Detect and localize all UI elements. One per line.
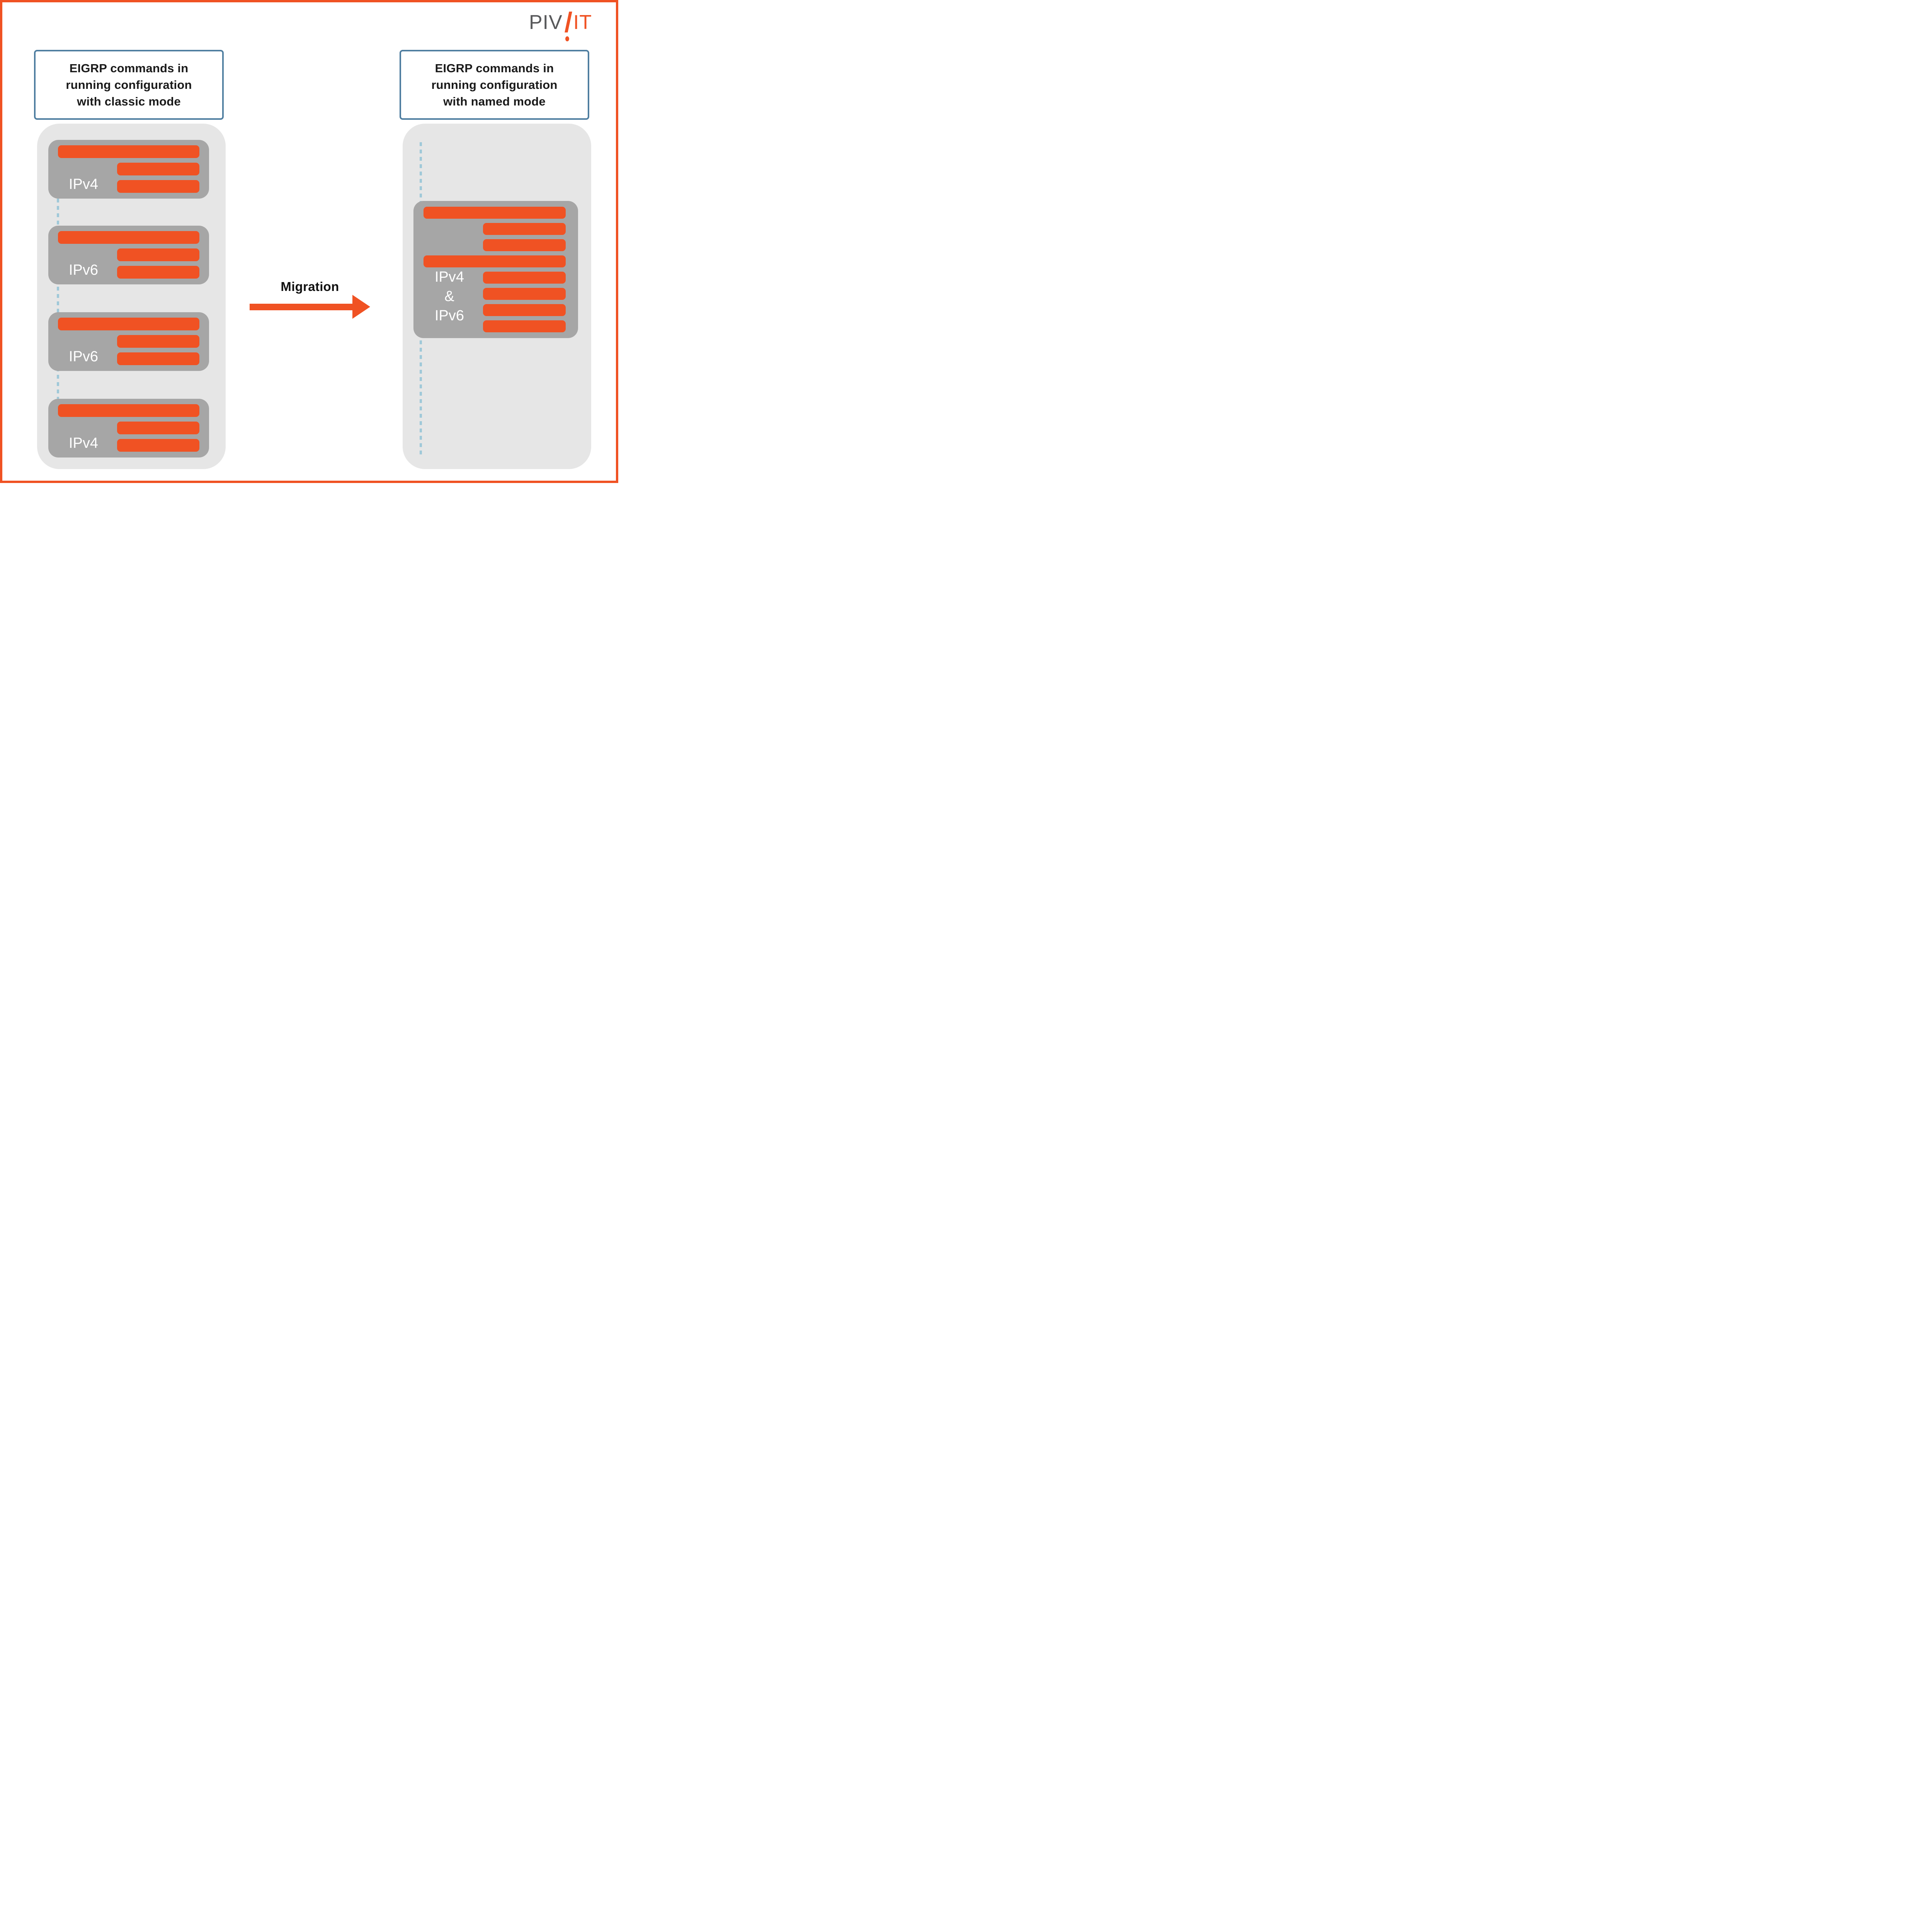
arrow-shaft — [250, 304, 353, 310]
command-bar — [58, 404, 199, 417]
command-bar — [58, 231, 199, 244]
command-bar — [58, 145, 199, 158]
command-bar — [117, 163, 199, 175]
logo-text-orange: IT — [573, 11, 592, 34]
eigrp-block-ipv4-2: IPv4 — [48, 399, 209, 457]
command-bar — [117, 248, 199, 261]
migration-arrow — [250, 294, 370, 331]
logo-slash-icon — [565, 12, 572, 32]
command-bar — [58, 318, 199, 330]
block-label-line: IPv6 — [434, 308, 464, 324]
command-bar — [423, 255, 566, 267]
block-label: IPv4 & IPv6 — [420, 267, 478, 325]
command-bar — [117, 180, 199, 193]
command-bar — [483, 288, 566, 300]
eigrp-block-ipv4-1: IPv4 — [48, 140, 209, 199]
block-label: IPv6 — [68, 262, 99, 278]
block-label: IPv4 — [68, 435, 99, 451]
title-line: EIGRP commands in — [435, 61, 554, 75]
dashed-connector-line — [57, 199, 59, 399]
arrow-head-icon — [352, 295, 370, 319]
classic-mode-title-box: EIGRP commands in running configuration … — [34, 50, 224, 120]
command-bar — [483, 239, 566, 251]
command-bar — [117, 352, 199, 365]
block-label: IPv6 — [68, 349, 99, 365]
logo-exclamation-icon — [563, 12, 573, 42]
title-line: running configuration — [66, 78, 192, 92]
block-label: IPv4 — [68, 176, 99, 192]
command-bar — [483, 320, 566, 332]
eigrp-block-ipv6-2: IPv6 — [48, 312, 209, 371]
block-label-line: IPv4 — [434, 269, 464, 285]
command-bar — [483, 272, 566, 284]
eigrp-block-ipv6-1: IPv6 — [48, 226, 209, 284]
logo-dot-icon — [565, 36, 569, 41]
command-bar — [117, 422, 199, 434]
title-line: with named mode — [443, 95, 546, 108]
command-bar — [423, 207, 566, 219]
command-bar — [117, 335, 199, 348]
block-label-line: & — [444, 288, 454, 304]
command-bar — [483, 304, 566, 316]
migration-label: Migration — [281, 279, 339, 294]
pivit-logo: PIV IT — [529, 12, 592, 43]
named-mode-panel: IPv4 & IPv6 — [403, 124, 591, 469]
command-bar — [117, 266, 199, 279]
eigrp-block-ipv4-and-ipv6: IPv4 & IPv6 — [413, 201, 578, 338]
classic-mode-panel: IPv4 IPv6 IPv6 IPv4 — [37, 124, 226, 469]
command-bar — [483, 223, 566, 235]
title-line: with classic mode — [77, 95, 181, 108]
diagram-canvas: PIV IT EIGRP commands in running configu… — [0, 0, 618, 483]
logo-text-gray: PIV — [529, 11, 563, 34]
command-bar — [117, 439, 199, 452]
migration-group: Migration — [250, 280, 370, 331]
title-line: EIGRP commands in — [69, 61, 189, 75]
named-mode-title-box: EIGRP commands in running configuration … — [400, 50, 589, 120]
title-line: running configuration — [431, 78, 558, 92]
